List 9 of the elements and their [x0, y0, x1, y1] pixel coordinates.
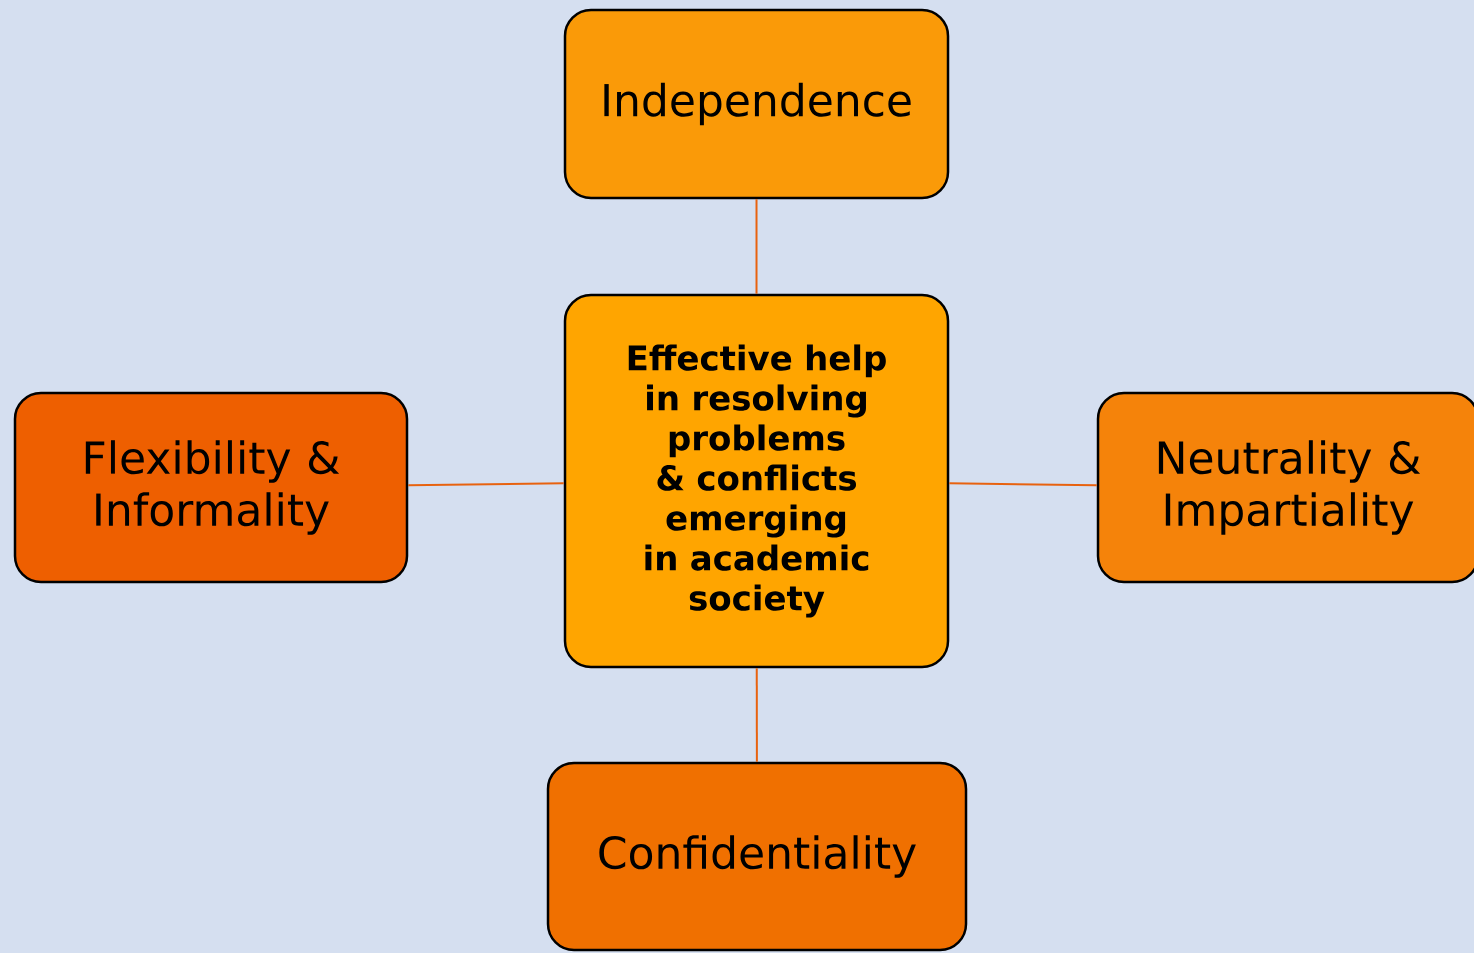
connector-line	[407, 482, 565, 487]
concept-box: Flexibility & Informality	[13, 391, 409, 584]
concept-box: Effective help in resolving problems & conflicts emerging in academic society	[563, 293, 950, 669]
concept-box: Confidentiality	[546, 761, 968, 952]
concept-box: Neutrality & Impartiality	[1096, 391, 1474, 584]
connector-line	[948, 482, 1098, 487]
connector-line	[755, 667, 758, 763]
connector-line	[755, 198, 758, 295]
concept-box: Independence	[563, 8, 950, 200]
